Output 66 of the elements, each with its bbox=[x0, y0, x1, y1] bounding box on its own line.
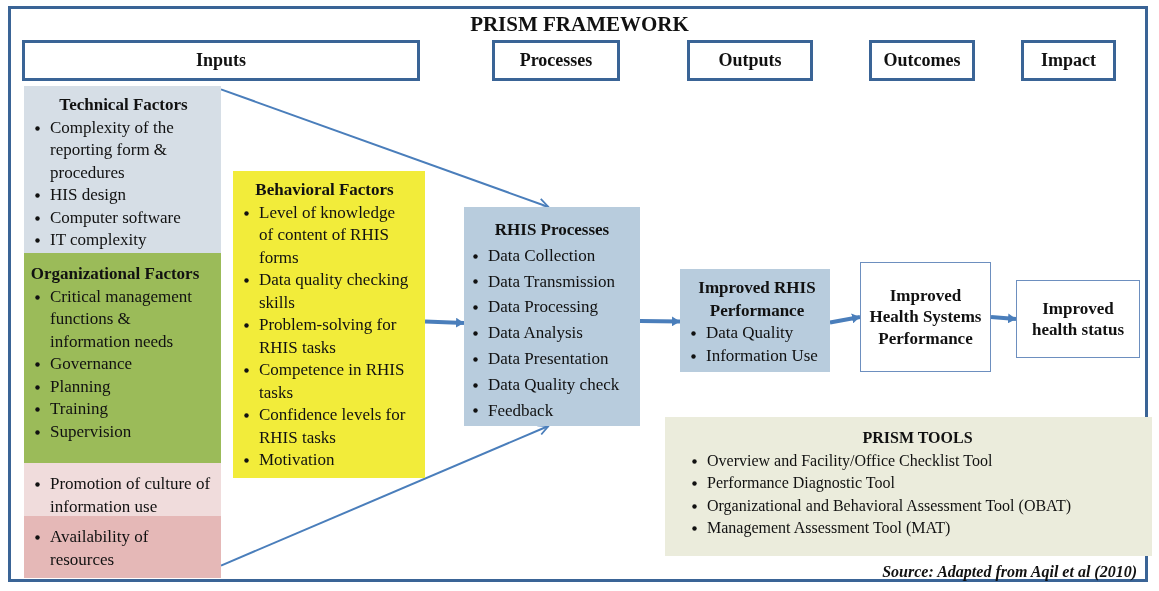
bullet-item: Planning bbox=[50, 376, 111, 396]
factor-box bbox=[24, 253, 221, 463]
arrow bbox=[829, 313, 861, 325]
factor-box bbox=[24, 463, 221, 516]
bullet-item: Feedback bbox=[488, 400, 554, 420]
diagram-title: PRISM FRAMEWORK bbox=[469, 12, 690, 36]
bullet-item: Overview and Facility/Office Checklist Tool bbox=[707, 451, 993, 469]
bullet-item: Data Quality check bbox=[488, 374, 620, 394]
process-box bbox=[1021, 40, 1116, 81]
factor-box bbox=[680, 269, 830, 372]
bullet-item: Performance Diagnostic Tool bbox=[707, 474, 895, 491]
bullet-item: Governance bbox=[50, 354, 133, 373]
process-box bbox=[869, 40, 975, 81]
factor-box bbox=[24, 86, 221, 253]
bullet-item: Competence in RHIS tasks bbox=[259, 360, 405, 402]
box-heading: Impact bbox=[1040, 49, 1097, 72]
arrow bbox=[990, 313, 1017, 324]
bullet-item: Critical management functions & information needs bbox=[50, 286, 193, 351]
bullet-item: Data Processing bbox=[488, 297, 598, 317]
bullet-item: Availability of resources bbox=[50, 527, 149, 569]
bullet-item: Confidence levels for RHIS tasks bbox=[259, 405, 406, 447]
arrow bbox=[220, 88, 550, 210]
factor-box bbox=[24, 516, 221, 578]
arrow bbox=[424, 317, 465, 328]
box-heading: Inputs bbox=[194, 49, 247, 72]
box-heading: Organizational Factors bbox=[30, 263, 200, 285]
bullet-item: Computer software bbox=[50, 207, 181, 227]
box-heading: Processes bbox=[518, 49, 594, 72]
bullet-item: Management Assessment Tool (MAT) bbox=[707, 519, 951, 536]
box-heading: Improved health status bbox=[1030, 297, 1126, 341]
bullet-item: Data Quality bbox=[706, 323, 794, 342]
box-heading: RHIS Processes bbox=[493, 219, 611, 241]
bullet-item: Data Analysis bbox=[488, 323, 583, 343]
bullet-item: Motivation bbox=[259, 450, 335, 469]
box-heading: Behavioral Factors bbox=[254, 179, 395, 201]
bullet-item: Supervision bbox=[50, 421, 132, 441]
process-box bbox=[1016, 280, 1140, 358]
process-box bbox=[22, 40, 420, 81]
bullet-item: HIS design bbox=[50, 185, 127, 204]
bullet-item: Data Collection bbox=[488, 245, 596, 265]
box-heading: Outputs bbox=[717, 49, 783, 72]
source-caption: Source: Adapted from Aqil et al (2010) bbox=[882, 563, 1137, 581]
bullet-item: Information Use bbox=[706, 345, 818, 365]
factor-box bbox=[464, 207, 640, 426]
process-box bbox=[687, 40, 813, 81]
process-box bbox=[492, 40, 620, 81]
arrow bbox=[639, 316, 681, 327]
bullet-item: IT complexity bbox=[50, 230, 147, 249]
box-heading: Technical Factors bbox=[58, 94, 189, 116]
bullet-item: Data Presentation bbox=[488, 349, 609, 368]
box-heading: Improved Health Systems Performance bbox=[868, 284, 983, 350]
factor-box bbox=[233, 171, 425, 478]
arrow bbox=[220, 424, 550, 567]
bullet-item: Complexity of the reporting form & procedures bbox=[50, 117, 174, 182]
box-heading: PRISM TOOLS bbox=[861, 428, 974, 448]
box-heading: Outcomes bbox=[882, 49, 962, 72]
process-box bbox=[860, 262, 991, 372]
bullet-item: Organizational and Behavioral Assessment Tool (OBAT) bbox=[707, 496, 1071, 514]
bullet-item: Training bbox=[50, 399, 108, 418]
bullet-item: Data quality checking skills bbox=[259, 270, 409, 312]
bullet-item: Promotion of culture of information use bbox=[50, 474, 211, 516]
bullet-item: Data Transmission bbox=[488, 271, 616, 291]
factor-box bbox=[665, 417, 1152, 556]
bullet-item: Problem-solving for RHIS tasks bbox=[259, 315, 397, 357]
box-heading: Improved RHIS Performance bbox=[697, 277, 817, 322]
bullet-item: Level of knowledge of content of RHIS forms bbox=[259, 202, 395, 267]
